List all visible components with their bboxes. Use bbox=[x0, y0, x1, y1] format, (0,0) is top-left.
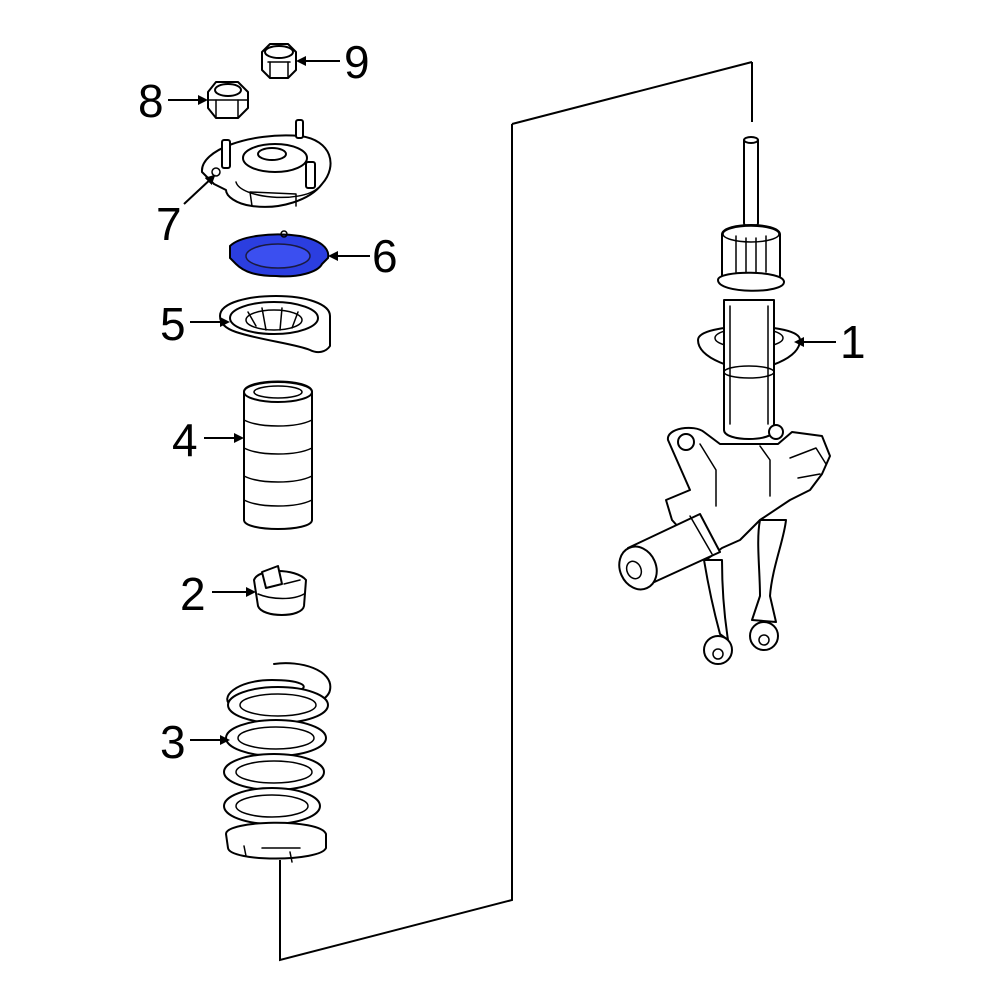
callout-7-label: 7 bbox=[156, 198, 182, 250]
callout-3-label: 3 bbox=[160, 716, 186, 768]
callout-9-label: 9 bbox=[344, 36, 370, 88]
part-8-nut[interactable] bbox=[207, 81, 249, 119]
callout-1-label: 1 bbox=[840, 316, 866, 368]
assembly-frame bbox=[279, 61, 753, 962]
part-1-strut-assembly[interactable] bbox=[613, 136, 831, 665]
part-4-dust-boot[interactable] bbox=[243, 380, 313, 530]
callout-2-label: 2 bbox=[180, 568, 206, 620]
callout-8-label: 8 bbox=[138, 75, 164, 127]
part-5-spring-seat[interactable] bbox=[219, 295, 331, 354]
part-7-strut-mount[interactable] bbox=[200, 119, 332, 208]
part-9-nut[interactable] bbox=[261, 43, 297, 79]
callout-5-label: 5 bbox=[160, 298, 186, 350]
part-6-insulator-highlighted[interactable] bbox=[229, 230, 330, 278]
callout-4-label: 4 bbox=[172, 414, 198, 466]
part-2-bump-stop[interactable] bbox=[253, 565, 307, 616]
part-3-coil-spring[interactable] bbox=[223, 662, 332, 863]
callout-7-arrow bbox=[183, 174, 216, 205]
callout-6-label: 6 bbox=[372, 230, 398, 282]
